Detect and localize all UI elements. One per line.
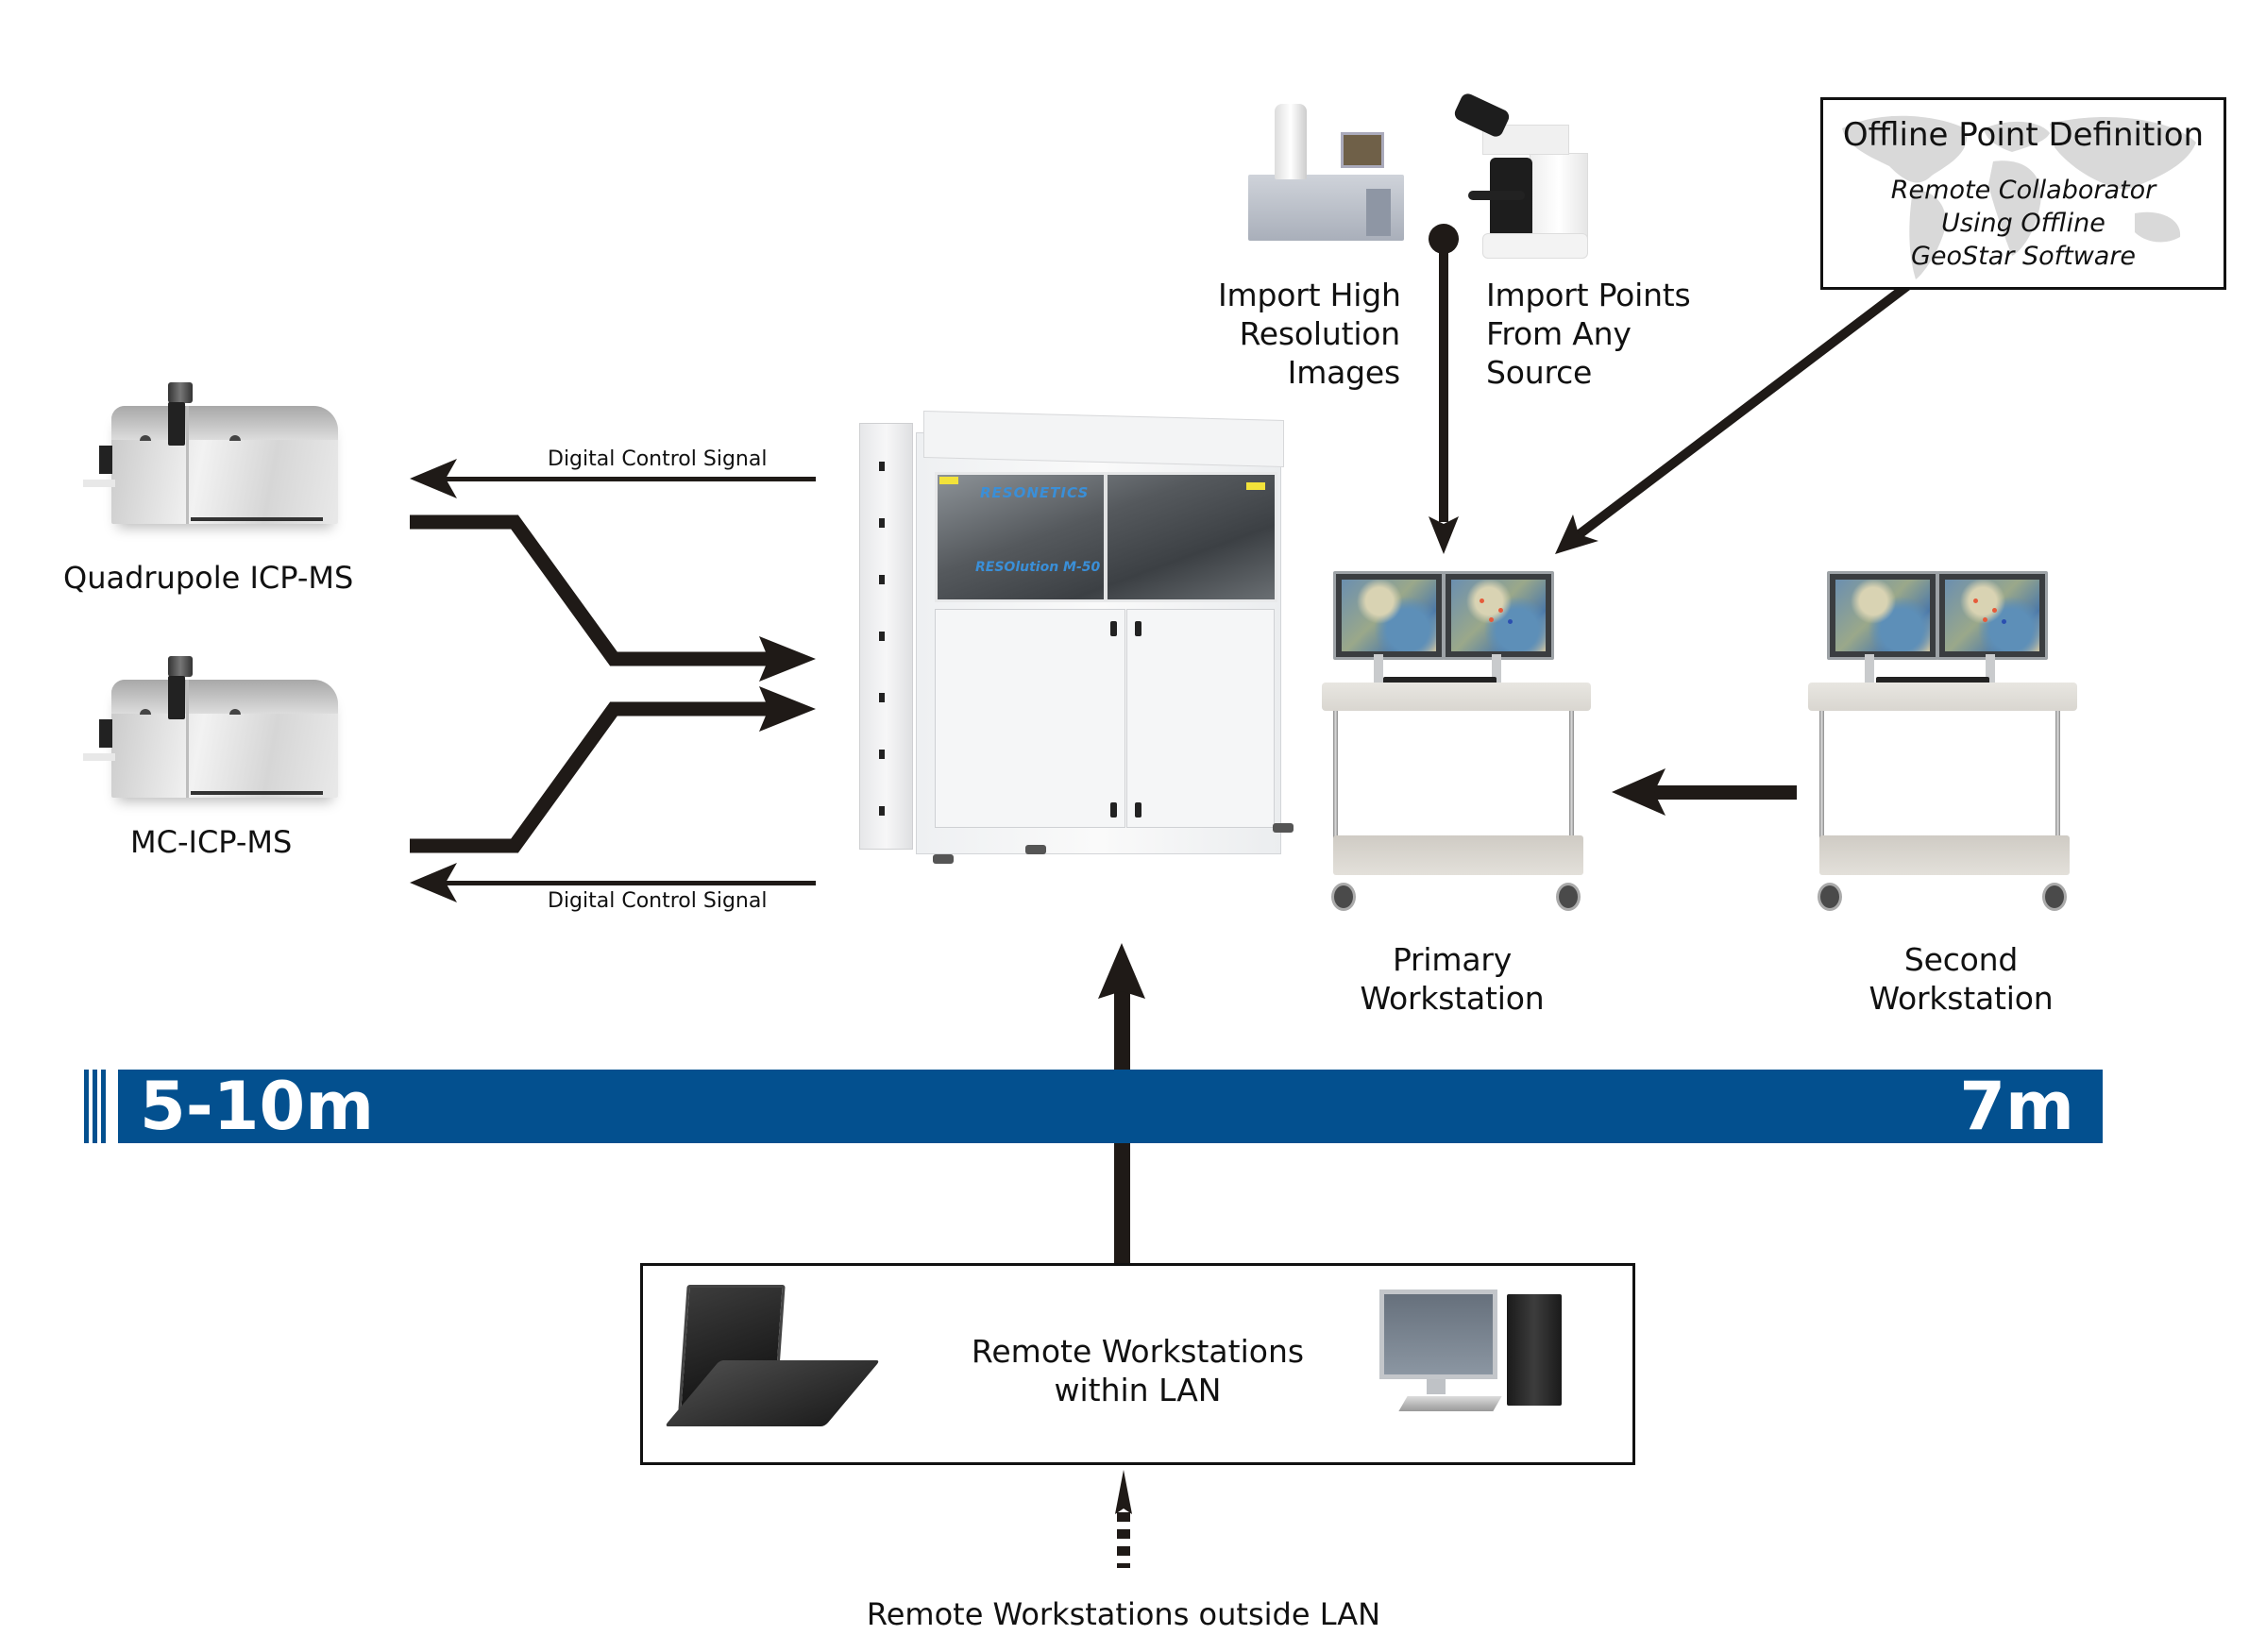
- quadrupole-icpms-image: [74, 378, 347, 538]
- laser-chamber-window: RESONETICS RESOlution M-50: [935, 472, 1277, 602]
- import-images-label: Import High Resolution Images: [1218, 277, 1401, 391]
- offline-box-subtitle: Remote Collaborator Using Offline GeoSta…: [1890, 176, 2156, 271]
- digital-signal-label-top: Digital Control Signal: [548, 447, 768, 471]
- remote-workstations-lan-box: Remote Workstations within LAN: [640, 1263, 1635, 1465]
- sem-instrument-image: [1248, 104, 1407, 247]
- digital-signal-label-bottom: Digital Control Signal: [548, 889, 768, 913]
- second-to-primary-arrow: [1612, 768, 1797, 816]
- desktop-computer-icon: [1379, 1285, 1582, 1422]
- outside-lan-label: Remote Workstations outside LAN: [866, 1596, 1381, 1632]
- import-arrow: [1429, 224, 1459, 554]
- offline-point-definition-box: Offline Point Definition Remote Collabor…: [1820, 97, 2226, 290]
- offline-box-title: Offline Point Definition: [1842, 116, 2205, 154]
- monitor-icon: [1827, 571, 1938, 660]
- lan-box-label: Remote Workstations within LAN: [971, 1333, 1305, 1408]
- data-path-mc-icpms: [410, 701, 774, 853]
- distance-left-label: 5-10m: [140, 1068, 375, 1145]
- distance-right-label: 7m: [1959, 1068, 2074, 1145]
- second-workstation-image: [1808, 571, 2077, 939]
- primary-workstation-label: Primary Workstation: [1360, 941, 1545, 1017]
- outside-lan-dashed-arrow: [1115, 1470, 1132, 1568]
- primary-workstation-image: [1322, 571, 1591, 939]
- data-path-quadrupole-head: [759, 636, 816, 682]
- world-map-icon: [1842, 115, 2196, 279]
- laser-brand: RESONETICS: [980, 484, 1090, 501]
- monitor-icon: [1333, 571, 1445, 660]
- quadrupole-icpms-label: Quadrupole ICP-MS: [63, 560, 354, 596]
- data-path-mc-icpms-head: [759, 686, 816, 732]
- laser-model: RESOlution M-50: [975, 560, 1101, 575]
- monitor-icon: [1443, 571, 1554, 660]
- laser-ablation-system-image: RESONETICS RESOlution M-50: [857, 410, 1294, 873]
- scale-bar-stripes: [84, 1070, 118, 1143]
- mc-icpms-image: [74, 651, 347, 812]
- microscope-image: [1452, 91, 1591, 260]
- mc-icpms-label: MC-ICP-MS: [130, 824, 293, 860]
- monitor-icon: [1936, 571, 2048, 660]
- second-workstation-label: Second Workstation: [1869, 941, 2054, 1017]
- import-points-label: Import Points From Any Source: [1486, 277, 1691, 391]
- distance-scale-bar: 5-10m 7m: [84, 1070, 2103, 1143]
- data-path-quadrupole: [410, 514, 774, 666]
